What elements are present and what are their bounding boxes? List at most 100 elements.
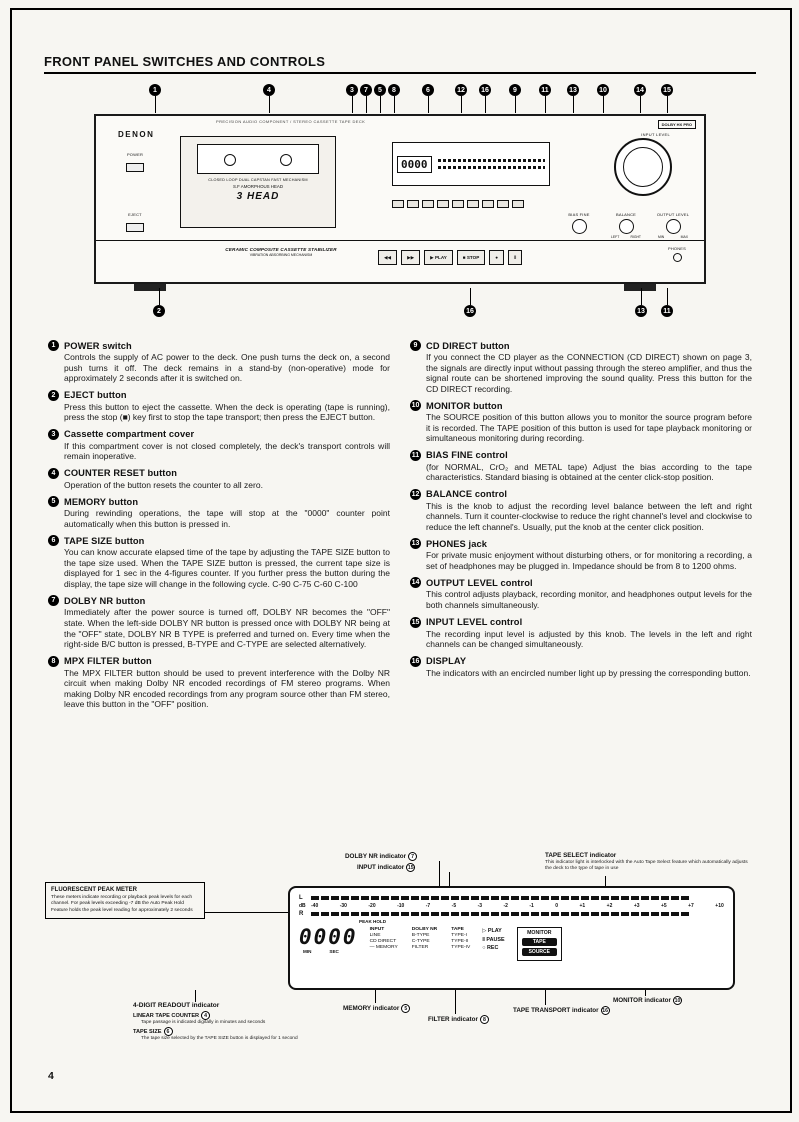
peak-hold-label: PEAK HOLD [359,919,387,924]
callout-line [640,288,642,305]
memory-indicator-annotation: MEMORY indicator 5 [343,1004,411,1013]
door-text-1: CLOSED LOOP DUAL CAPSTAN FAST MECHANISM [208,178,308,182]
control-section: 1 POWER switch Controls the supply of AC… [48,340,390,384]
meter-segment [411,896,419,900]
annotation-body: Tape passage is indicated digitally in m… [141,1020,266,1025]
callout-number: 13 [567,84,579,96]
callout: 7 [359,84,373,113]
panel-button [437,200,449,208]
meter-segment [471,896,479,900]
section-title: MEMORY button [64,496,139,507]
indicator-label: B-TYPE [411,933,430,938]
section-title: MONITOR button [426,400,503,411]
min-label: MIN [658,235,665,239]
balance-knob-group: BALANCE LEFT RIGHT [609,212,643,239]
section-title: EJECT button [64,390,127,401]
callout-number: 11 [661,305,673,317]
scale-label: +2 [606,903,613,909]
indicator-label: TYPE-I [451,933,467,938]
meter-segment [531,896,539,900]
section-heading: 7 DOLBY NR button [48,595,390,607]
callout: 10 [596,84,610,113]
transport-button: ● [489,250,505,265]
callout-line [460,96,462,113]
callout-line [514,96,516,113]
monitor-label: MONITOR [527,930,552,936]
annotation-label: TAPE TRANSPORT indicator [513,1007,599,1014]
section-number: 9 [410,340,421,351]
meter-segment [351,912,359,916]
meter-segment [381,896,389,900]
indicator-label: — MEMORY [369,945,398,950]
callout: 2 [152,288,166,317]
section-heading: 1 POWER switch [48,340,390,351]
transport-button: ■ STOP [456,250,486,265]
monitor-indicator-annotation: MONITOR indicator 10 [613,996,682,1005]
meter-segment [401,912,409,916]
bias-fine-label: BIAS FINE [568,212,590,217]
meter-segment [681,896,689,900]
meter-segment [461,896,469,900]
leader-line [645,990,646,996]
transport-button-row: ◀◀▶▶▶ PLAY■ STOP●‖ [378,250,523,265]
meter-segment [521,896,529,900]
annotation-label: LINEAR TAPE COUNTER [133,1012,200,1019]
meter-segment [511,896,519,900]
meter-segment [641,896,649,900]
meter-segment [521,912,529,916]
section-title: OUTPUT LEVEL control [426,577,533,588]
section-heading: 14 OUTPUT LEVEL control [410,577,752,589]
cassette-compartment: CLOSED LOOP DUAL CAPSTAN FAST MECHANISM … [180,136,336,228]
indicator-label: TYPE-II [451,939,469,944]
leader-line [439,861,440,886]
annotation-body: The tape size selected by the TAPE SIZE … [141,1036,298,1041]
input-indicator-annotation: INPUT indicator 15 [357,863,416,872]
transport-indicator: ○ REC [482,945,499,952]
deck-counter: 0000 [397,155,432,173]
callout-line [379,96,381,113]
section-number: 12 [410,488,421,500]
indicator-label: C-TYPE [411,939,430,944]
annotation-body: These meters indicate recording or playb… [51,895,193,913]
sec-unit-label: SEC [329,949,339,954]
leader-line [449,872,450,886]
annotation-number: 15 [406,863,416,872]
scale-label: 0 [555,903,559,909]
meter-segment [551,896,559,900]
meter-segment [411,912,419,916]
callout: 3 [345,84,359,113]
phones-label: PHONES [667,246,687,251]
right-channel-label: R [299,911,304,917]
deck-button-row [392,200,562,208]
scale-label: +3 [633,903,640,909]
meter-segment [651,896,659,900]
callout: 5 [373,84,387,113]
transport-indicator: ‖ PAUSE [482,936,505,943]
meter-segment [641,912,649,916]
transport-indicator: ▷ PLAY [482,928,502,934]
front-panel-figure: PRECISION AUDIO COMPONENT / STEREO CASSE… [88,84,712,334]
left-meter-row: L [299,895,724,901]
indicator-label: INPUT [369,927,385,932]
meter-segment [561,896,569,900]
callout: 4 [262,84,276,113]
meter-segment [311,896,319,900]
transport-button: ‖ [508,250,523,265]
callout-number: 4 [263,84,275,96]
control-section: 13 PHONES jack For private music enjoyme… [410,538,752,571]
monitor-badge: SOURCE [521,948,557,956]
meter-segment [431,896,439,900]
dolby-badge: DOLBY HX PRO [657,120,696,129]
callout: 9 [508,84,522,113]
meter-segment [621,896,629,900]
section-body: You can know accurate elapsed time of th… [64,547,390,589]
cassette-deck-drawing: PRECISION AUDIO COMPONENT / STEREO CASSE… [94,114,706,284]
section-number: 6 [48,535,59,547]
meter-segment [391,896,399,900]
section-body: Controls the supply of AC power to the d… [64,352,390,384]
input-level-knob [614,138,672,196]
